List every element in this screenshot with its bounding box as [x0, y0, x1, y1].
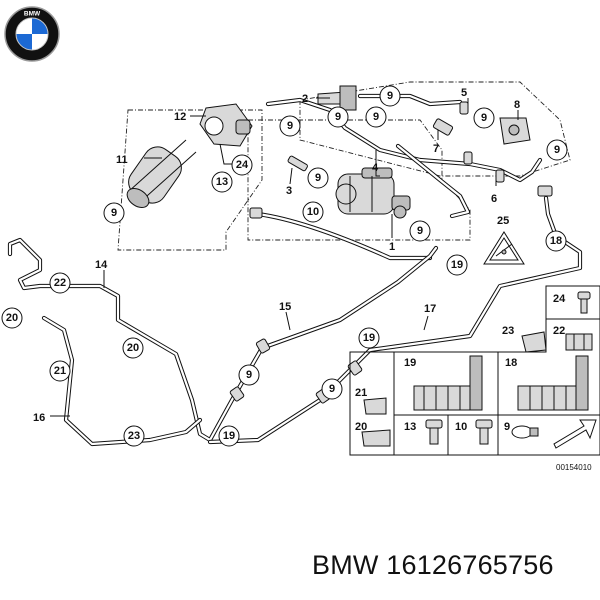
- callout-7: 7: [433, 143, 439, 155]
- callout-9-d: 9: [387, 90, 393, 102]
- callout-25: 25: [497, 215, 509, 227]
- callout-9-i: 9: [246, 369, 252, 381]
- number-callouts: 12 11 2 5 8 7 4 6 3 1 25 14 15 17 16 24 …: [33, 87, 592, 472]
- callout-2: 2: [302, 93, 308, 105]
- callout-9-g: 9: [315, 172, 321, 184]
- callout-1: 1: [389, 241, 395, 253]
- callout-5: 5: [461, 87, 467, 99]
- parts-panel: [349, 285, 600, 456]
- warning-label: [483, 231, 525, 265]
- callout-4: 4: [372, 162, 379, 174]
- callout-6: 6: [491, 193, 497, 205]
- panel-label-24: 24: [553, 293, 566, 305]
- panel-label-21: 21: [355, 387, 367, 399]
- callout-20-b: 20: [127, 342, 139, 354]
- bmw-roundel-icon: BMW: [4, 6, 60, 62]
- panel-label-10: 10: [455, 421, 467, 433]
- callout-24: 24: [236, 159, 249, 171]
- callout-17: 17: [424, 303, 436, 315]
- panel-label-9: 9: [504, 421, 510, 433]
- callout-9-e: 9: [481, 112, 487, 124]
- panel-label-22: 22: [553, 325, 565, 337]
- callout-23: 23: [128, 430, 140, 442]
- callout-9-filter: 9: [111, 207, 117, 219]
- callout-9-b: 9: [335, 111, 341, 123]
- panel-label-18: 18: [505, 357, 517, 369]
- circled-callouts: 24 13 9 9 9 9 9 9 9 9 9 10 18 19 22 20 2…: [1, 85, 568, 447]
- callout-9-f: 9: [554, 144, 560, 156]
- panel-label-13: 13: [404, 421, 416, 433]
- callout-10: 10: [307, 206, 319, 218]
- callout-15: 15: [279, 301, 291, 313]
- panel-label-19: 19: [404, 357, 416, 369]
- leader-lines: [50, 97, 519, 417]
- parts-diagram: 12 11 2 5 8 7 4 6 3 1 25 14 15 17 16 24 …: [1, 81, 600, 472]
- panel-label-23: 23: [502, 325, 514, 337]
- callout-19-c: 19: [363, 332, 375, 344]
- fittings: [287, 85, 531, 172]
- callout-9-a: 9: [287, 120, 293, 132]
- diagram-code: 00154010: [556, 463, 592, 472]
- callout-20-a: 20: [6, 312, 18, 324]
- callout-18: 18: [550, 235, 562, 247]
- callout-9-j: 9: [329, 383, 335, 395]
- callout-12: 12: [174, 111, 186, 123]
- callout-14: 14: [95, 259, 108, 271]
- callout-21: 21: [54, 365, 66, 377]
- callout-8: 8: [514, 99, 520, 111]
- callout-9-h: 9: [417, 225, 423, 237]
- callout-19-b: 19: [223, 430, 235, 442]
- callout-16: 16: [33, 412, 45, 424]
- callout-11: 11: [116, 154, 128, 166]
- panel-label-20: 20: [355, 421, 367, 433]
- logo-text: BMW: [24, 11, 41, 18]
- part-number-caption: BMW 16126765756: [312, 550, 554, 580]
- assembly-outlines: [117, 81, 571, 251]
- pump-assembly: [335, 167, 411, 219]
- callout-13: 13: [216, 176, 228, 188]
- callout-3: 3: [286, 185, 292, 197]
- filter-canister: [126, 139, 197, 209]
- bracket: [199, 103, 253, 165]
- callout-9-c: 9: [373, 111, 379, 123]
- callout-19-a: 19: [451, 259, 463, 271]
- callout-22: 22: [54, 277, 66, 289]
